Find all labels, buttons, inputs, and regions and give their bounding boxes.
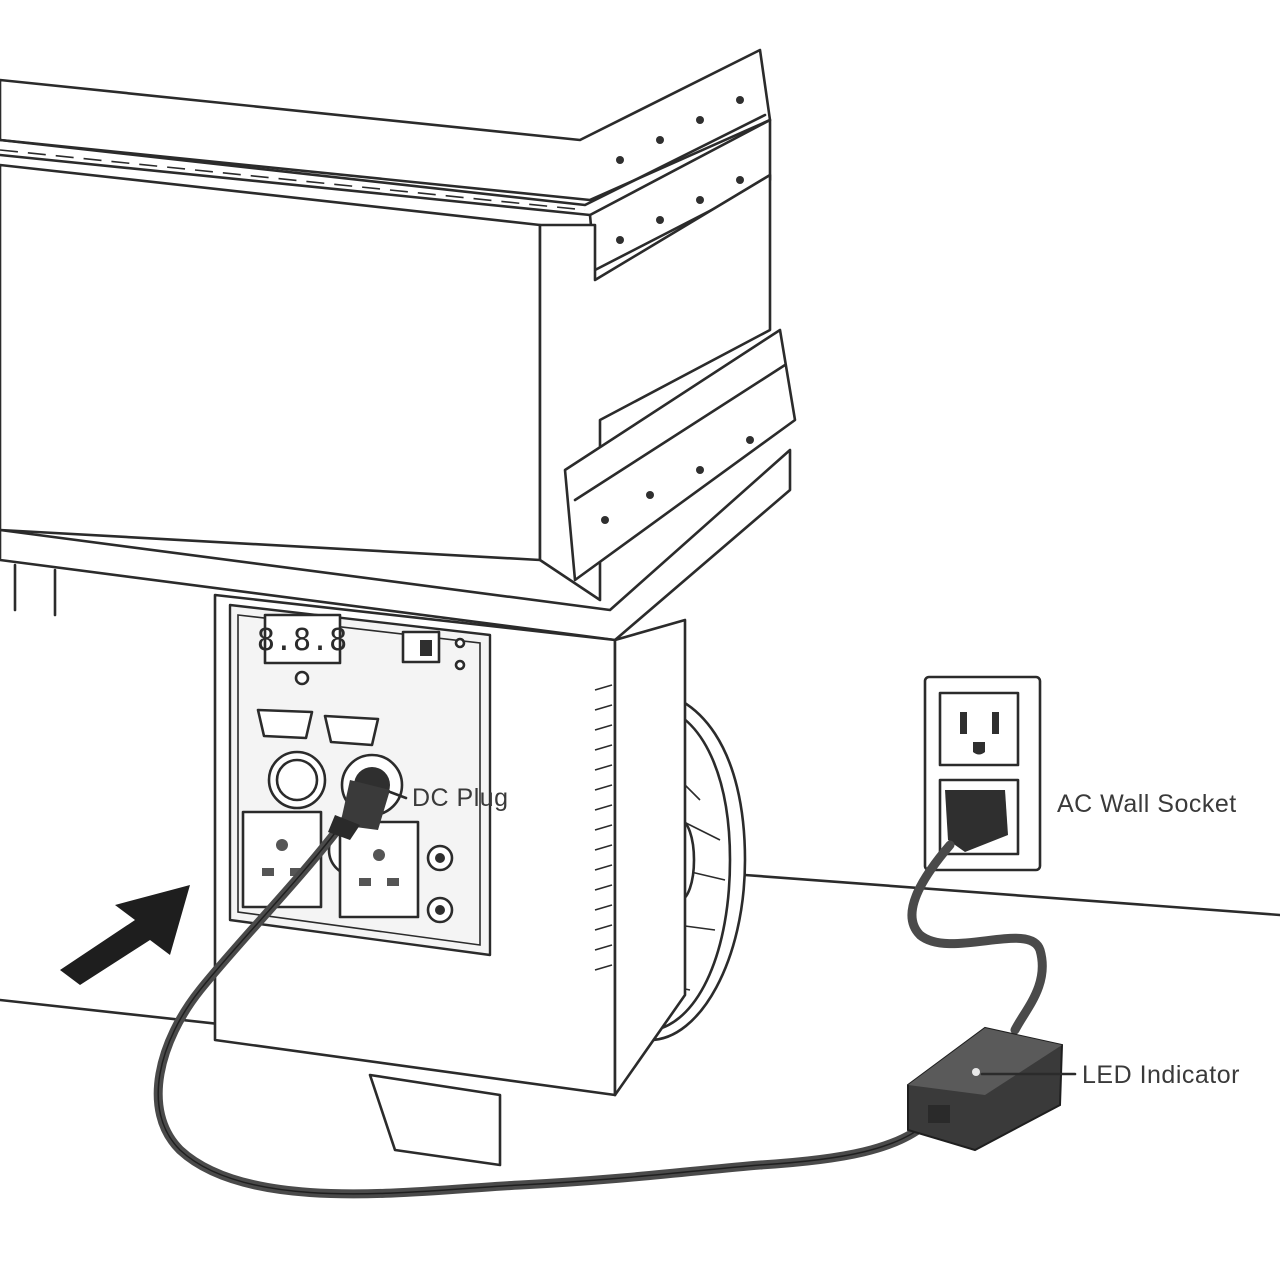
wall-plate [925,677,1040,870]
led-light [972,1068,980,1076]
usb-port-right [325,716,378,745]
label-ac-wall-socket: AC Wall Socket [1057,790,1237,818]
display-readout: 8.8.8 [257,623,347,658]
label-led-indicator: LED Indicator [1082,1061,1240,1089]
generator-body [0,50,795,1165]
power-adapter [908,1028,1062,1150]
usb-port-left [258,710,312,738]
label-dc-plug: DC Plug [412,784,509,812]
control-panel: 8.8.8 [230,605,490,955]
direction-arrow [60,885,190,985]
